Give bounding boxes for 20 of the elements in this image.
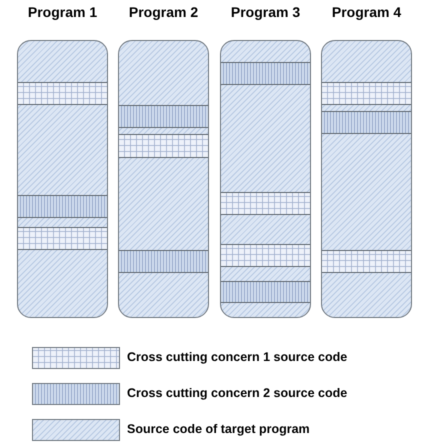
legend-label: Cross cutting concern 1 source code [127,350,348,364]
column-title: Program 1 [26,4,98,20]
concern-2-band [18,195,107,218]
concern-1-band [221,192,310,215]
concern-1-band [18,82,107,105]
concern-1-band [119,134,208,158]
column-title: Program 2 [128,4,200,20]
concern-2-band [322,111,411,134]
concern-1-band [221,244,310,267]
concern-2-band [221,281,310,303]
concern-2-band [119,105,208,128]
concern-2-band [221,62,310,85]
concern-1-band [322,82,411,105]
concern-1-band [322,250,411,273]
column-title: Program 3 [230,4,302,20]
concern-2-band [119,250,208,273]
legend-label: Cross cutting concern 2 source code [127,386,348,400]
concern-1-band [18,227,107,250]
legend-label: Source code of target program [127,422,310,436]
column-title: Program 4 [330,4,402,20]
